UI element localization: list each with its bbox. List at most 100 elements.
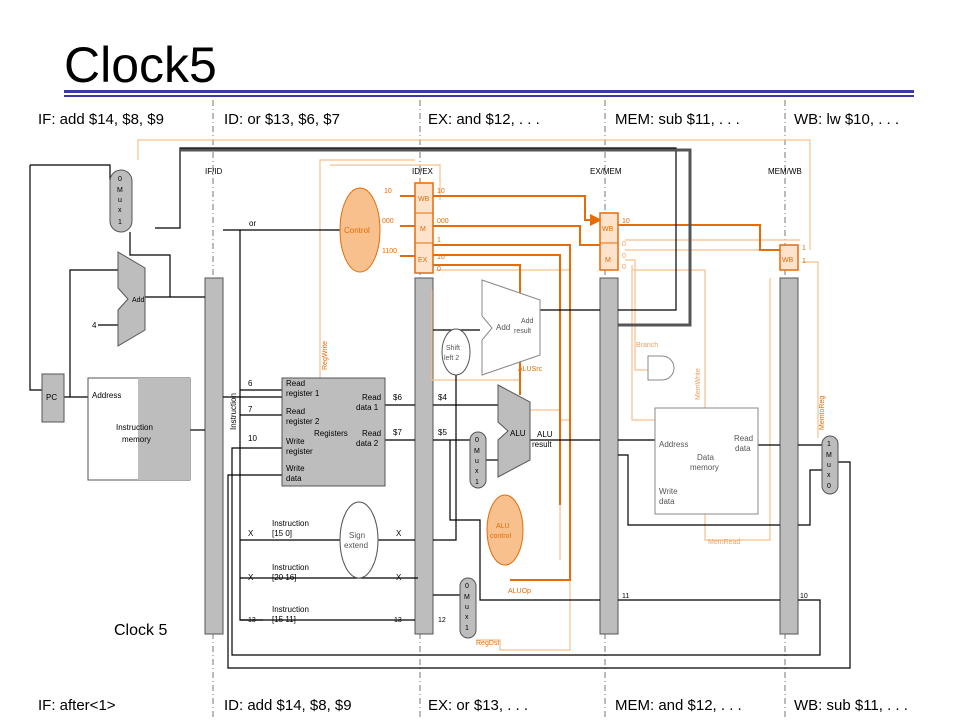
title-rule <box>64 90 914 93</box>
regs-rd1-b: data 1 <box>356 403 379 412</box>
val-13b: 13 <box>394 617 402 624</box>
val-10: 10 <box>800 593 808 600</box>
memwb-control-box <box>779 244 799 271</box>
imem-address-label: Address <box>92 391 121 400</box>
dmem-write-a: Write <box>659 487 678 496</box>
datapath-wires <box>29 147 851 669</box>
alusrc-mux-u: u <box>475 458 479 465</box>
pc-adder-label: Add <box>132 297 145 304</box>
alu-control-unit <box>486 494 524 566</box>
val-idex-ex3: 0 <box>437 266 441 273</box>
memwb-wb-label: WB <box>782 257 794 264</box>
regdst-mux-x: x <box>465 614 469 621</box>
val-ctrl-m: 000 <box>382 218 394 225</box>
instruction-memory-shade <box>138 378 190 480</box>
control-signals <box>400 195 780 581</box>
alusrc-label: ALUSrc <box>518 366 543 373</box>
instr-20-16-a: Instruction <box>272 563 309 572</box>
alu-result-a: ALU <box>537 430 553 439</box>
regs-read2-b: register 2 <box>286 417 320 426</box>
branch-adder-res-b: result <box>514 328 531 335</box>
regs-write-a: Write <box>286 437 305 446</box>
id-ex-register <box>414 277 434 635</box>
branch-label: Branch <box>636 342 658 349</box>
register-file <box>281 377 386 487</box>
top-stage-wb: WB: lw $10, . . . <box>794 111 900 128</box>
idex-ex-label: EX <box>418 257 428 264</box>
memread-label: MemRead <box>708 539 740 546</box>
regdst-mux <box>459 577 477 639</box>
val-exmem-wb: 10 <box>622 218 630 225</box>
regs-read1-a: Read <box>286 379 305 388</box>
val-ctrl-ex: 1100 <box>382 248 397 255</box>
val-12: 12 <box>438 617 446 624</box>
pipe-reg-label-memwb: MEM/WB <box>768 167 802 176</box>
exmem-control-box <box>599 212 619 271</box>
bottom-stage-wb: WB: sub $11, . . . <box>794 697 908 714</box>
alusrc-mux-0: 0 <box>475 437 479 444</box>
pc-register <box>41 373 65 423</box>
regs-read2-a: Read <box>286 407 305 416</box>
val-exmem-m3: 0 <box>622 264 626 271</box>
alu-control-b: control <box>490 533 511 540</box>
pc-adder <box>117 251 146 347</box>
memtoreg-mux-1: 1 <box>827 441 831 448</box>
bottom-stage-mem: MEM: and $12, . . . <box>615 697 742 714</box>
val-d7: $7 <box>393 428 402 437</box>
top-stage-ex: EX: and $12, . . . <box>428 111 540 128</box>
regdst-mux-1: 1 <box>465 625 469 632</box>
val-d4: $4 <box>438 393 447 402</box>
bottom-stage-id: ID: add $14, $8, $9 <box>224 697 352 714</box>
if-id-register <box>204 277 224 635</box>
dmem-read-b: data <box>735 444 751 453</box>
dmem-read-a: Read <box>734 434 753 443</box>
regs-rd1-a: Read <box>362 393 381 402</box>
pipe-reg-label-exmem: EX/MEM <box>590 167 622 176</box>
memtoreg-mux-u: u <box>827 462 831 469</box>
regs-rd2-a: Read <box>362 429 381 438</box>
alusrc-mux-m: M <box>474 448 480 455</box>
instr-15-0-b: [15 0] <box>272 529 292 538</box>
alu-control-a: ALU <box>496 523 510 530</box>
alusrc-mux-x: x <box>475 468 479 475</box>
shift-a: Shift <box>446 345 460 352</box>
alu <box>497 384 531 478</box>
sign-extend-unit <box>339 501 379 579</box>
val-exmem-m1: 0 <box>622 241 626 248</box>
pc-mux-x: x <box>118 207 122 214</box>
pc-label: PC <box>46 393 57 402</box>
val-r6: 6 <box>248 379 253 388</box>
pc-mux-0: 0 <box>118 176 122 183</box>
data-memory <box>654 407 759 515</box>
branch-adder <box>481 279 541 376</box>
val-idex-ex2: 10 <box>437 254 445 261</box>
mem-wb-register <box>779 277 799 635</box>
const-four: 4 <box>92 321 97 330</box>
branch-and-gate <box>647 355 675 381</box>
pc-source-mux <box>109 169 133 233</box>
memwrite-label: MemWrite <box>695 368 702 400</box>
instr-20-16-b: [20 16] <box>272 573 296 582</box>
sign-extend-a: Sign <box>349 531 365 540</box>
branch-adder-label: Add <box>496 323 510 332</box>
alusrc-mux-1: 1 <box>475 479 479 486</box>
idex-control-box <box>414 182 434 274</box>
regs-read1-b: register 1 <box>286 389 320 398</box>
val-d6: $6 <box>393 393 402 402</box>
top-stage-id: ID: or $13, $6, $7 <box>224 111 340 128</box>
val-x2: X <box>396 529 402 538</box>
instruction-vertical-label: Instruction <box>229 393 238 430</box>
control-label: Control <box>344 226 370 235</box>
shift-left-unit <box>441 328 471 376</box>
val-r7: 7 <box>248 405 253 414</box>
dmem-title-b: memory <box>690 463 719 472</box>
memtoreg-label: MemtoReg <box>819 396 826 430</box>
val-or: or <box>249 219 256 228</box>
alu-src-mux <box>469 431 487 489</box>
alu-result-b: result <box>532 440 552 449</box>
pc-mux-1: 1 <box>118 219 122 226</box>
val-exmem-m2: 0 <box>622 253 626 260</box>
dmem-address-label: Address <box>659 440 688 449</box>
top-stage-if: IF: add $14, $8, $9 <box>38 111 164 128</box>
val-11: 11 <box>622 593 629 600</box>
